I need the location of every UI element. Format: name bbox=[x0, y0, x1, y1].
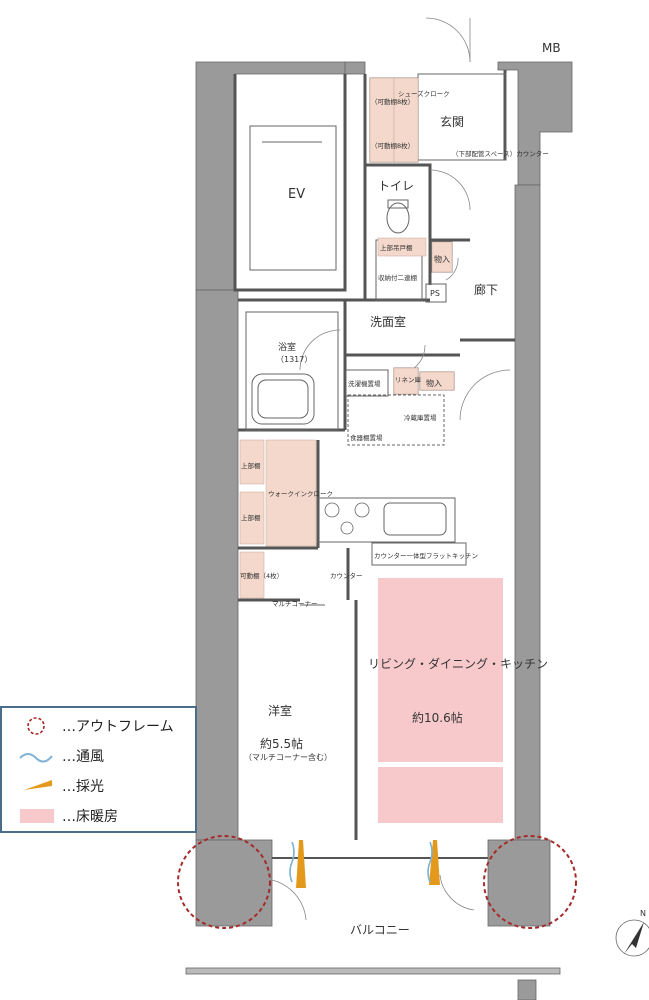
room-labels: MB EV 玄関 トイレ 廊下 洗面室 浴室 （1317） リビング・ダイニング… bbox=[244, 41, 646, 937]
daylight-icon bbox=[24, 780, 52, 790]
toilet-fixture bbox=[386, 199, 410, 234]
label-dish-shelf: 食器棚置場 bbox=[350, 433, 383, 442]
legend-label-ventilation: …通風 bbox=[62, 749, 104, 765]
label-multi-corner: マルチコーナー bbox=[272, 600, 318, 608]
outframe-icon bbox=[27, 717, 45, 735]
exterior-walls bbox=[185, 61, 573, 1000]
ventilation-icon bbox=[19, 753, 53, 763]
outframe-markers bbox=[177, 835, 577, 929]
ldk-floor-heating-lower bbox=[378, 767, 503, 823]
label-walk-in: ウォークインクローク bbox=[268, 490, 333, 498]
label-genkan: 玄関 bbox=[440, 114, 464, 129]
floor-heating-areas bbox=[378, 578, 503, 823]
storage-areas bbox=[239, 77, 455, 599]
label-yoshitsu: 洋室 bbox=[268, 703, 292, 718]
north-arrow bbox=[615, 919, 649, 957]
label-shoes-cloak: シューズクローク bbox=[398, 89, 450, 98]
label-nyu-a: 物入 bbox=[434, 254, 450, 264]
label-fridge: 冷蔵庫置場 bbox=[404, 413, 437, 422]
legend-label-daylight: …採光 bbox=[62, 779, 104, 795]
door-swings bbox=[271, 17, 511, 921]
label-ldk: リビング・ダイニング・キッチン bbox=[368, 656, 548, 671]
label-senmen: 洗面室 bbox=[370, 314, 406, 329]
label-yokushitsu: 浴室 bbox=[278, 341, 296, 353]
label-balcony: バルコニー bbox=[350, 923, 410, 937]
legend-item-outframe: …アウトフレーム bbox=[2, 714, 195, 738]
legend-label-outframe: …アウトフレーム bbox=[62, 719, 174, 735]
label-ev: EV bbox=[288, 187, 305, 202]
label-upper-shelf-a: 上部吊戸棚 bbox=[380, 243, 413, 252]
label-yoshitsu-note: （マルチコーナー含む） bbox=[244, 752, 332, 762]
label-counter-kitchen: カウンター一体型フラットキッチン bbox=[374, 551, 478, 560]
label-upper-shelf-b: 上部棚 bbox=[241, 461, 261, 470]
label-ldk-size: 約10.6帖 bbox=[412, 710, 463, 725]
label-north: N bbox=[640, 909, 646, 918]
ventilation-marks bbox=[289, 841, 433, 883]
label-yokushitsu-size: （1317） bbox=[276, 355, 312, 364]
label-yoshitsu-size: 約5.5帖 bbox=[260, 736, 303, 751]
label-storage-shelf: 収納付二連棚 bbox=[378, 273, 418, 282]
label-distribution-space: （下部配管スペース）カウンター bbox=[452, 149, 549, 158]
cooktop bbox=[324, 502, 370, 535]
label-ps: PS bbox=[430, 289, 440, 298]
floor-heating-icon bbox=[20, 809, 54, 823]
small-labels: シューズクローク （可動棚8枚） （可動棚8枚） （下部配管スペース）カウンター… bbox=[240, 89, 549, 608]
label-toilet: トイレ bbox=[378, 179, 414, 193]
label-movable-shelf-4: 可動棚（4枚） bbox=[240, 571, 283, 580]
legend-label-floor-heating: …床暖房 bbox=[62, 809, 118, 825]
legend-item-floor-heating: …床暖房 bbox=[2, 804, 195, 828]
label-upper-shelf-c: 上部棚 bbox=[241, 513, 261, 522]
label-movable-shelf-8-b: （可動棚8枚） bbox=[371, 141, 414, 150]
inner-walls bbox=[233, 70, 515, 859]
label-movable-shelf-8-a: （可動棚8枚） bbox=[371, 97, 414, 106]
ldk-floor-heating bbox=[378, 578, 503, 762]
label-linen: リネン庫 bbox=[395, 375, 422, 384]
legend: …アウトフレーム …通風 …採光 …床暖房 bbox=[0, 706, 197, 833]
label-mb: MB bbox=[542, 41, 561, 55]
label-rouka: 廊下 bbox=[474, 282, 498, 297]
label-nyu-b: 物入 bbox=[426, 378, 442, 388]
label-counter-small: カウンター bbox=[330, 571, 363, 580]
legend-item-daylight: …採光 bbox=[2, 774, 195, 798]
daylight-arrows bbox=[296, 840, 440, 888]
label-washer: 洗濯機置場 bbox=[348, 379, 381, 388]
legend-item-ventilation: …通風 bbox=[2, 744, 195, 768]
